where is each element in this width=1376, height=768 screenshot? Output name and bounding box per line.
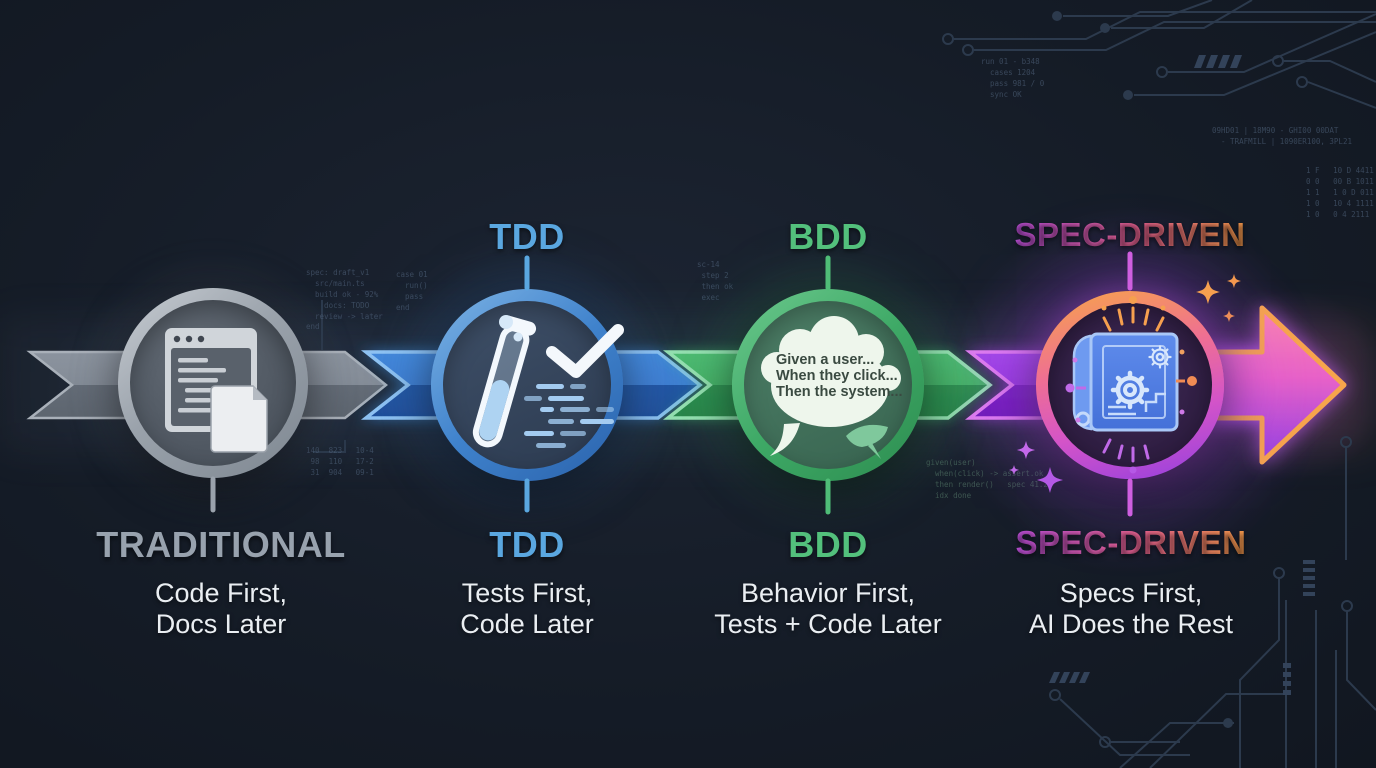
stage-subtitle-spec-driven: Specs First, AI Does the Rest: [1029, 578, 1233, 640]
sparkles-icon: [1009, 274, 1241, 493]
subtitle-line: Specs First,: [1059, 578, 1203, 608]
subtitle-line: AI Does the Rest: [1028, 609, 1234, 639]
subtitle-line: Code Later: [460, 609, 594, 639]
bdd-gherkin-bubble-text: Given a user... When they click... Then …: [776, 352, 906, 400]
slash-bars-decoration: [1049, 55, 1315, 695]
subtitle-line: Behavior First,: [740, 578, 916, 608]
stage-name-traditional: TRADITIONAL: [96, 524, 346, 565]
stage-name-bdd: BDD: [788, 524, 868, 565]
decorative-code: case 01 run() pass end: [396, 270, 428, 312]
decorative-code: 1 F 10 D 4411 0 0 00 B 1011 1 1 1 0 D 01…: [1306, 166, 1374, 219]
decorative-code: given(user) when(click) -> assert.ok the…: [926, 458, 1048, 500]
code-window-document-icon: [165, 328, 268, 453]
stage-name-tdd: TDD: [489, 524, 565, 565]
top-label-spec-driven: SPEC-DRIVEN: [1014, 216, 1246, 253]
decorative-code: spec: draft_v1 src/main.ts build ok - 92…: [306, 268, 383, 332]
top-label-tdd: TDD: [489, 216, 565, 257]
test-tube-checkmark-icon: [472, 315, 624, 448]
stage-subtitle-bdd: Behavior First, Tests + Code Later: [714, 578, 941, 640]
subtitle-line: Docs Later: [155, 609, 287, 639]
stage-subtitle-traditional: Code First, Docs Later: [155, 578, 287, 640]
top-label-bdd: BDD: [788, 216, 868, 257]
decorative-code: 140 823 10-4 98 110 17-2 31 904 09-1: [306, 446, 374, 477]
decorative-code: run 01 - b348 cases 1204 pass 981 / 0 sy…: [981, 57, 1045, 99]
bubble-line-when: When they click...: [776, 368, 898, 384]
stage-subtitle-tdd: Tests First, Code Later: [460, 578, 594, 640]
stage-name-spec-driven: SPEC-DRIVEN: [1015, 524, 1247, 561]
bubble-line-then: Then the system...: [776, 384, 903, 400]
connector-lines: [210, 251, 1133, 517]
decorative-code: sc-14 step 2 then ok exec: [697, 260, 734, 302]
bubble-line-given: Given a user...: [776, 352, 875, 368]
subtitle-line: Tests First,: [461, 578, 593, 608]
subtitle-line: Tests + Code Later: [714, 609, 942, 639]
blueprint-gears-icon: [1072, 332, 1179, 432]
decorative-code: 09HD01 | 18M90 - GHI00 00DAT - TRAFMILL …: [1212, 126, 1352, 146]
spec-rays-decoration: [1065, 296, 1197, 474]
subtitle-line: Code First,: [154, 578, 288, 608]
speech-bubbles-icon: [761, 316, 901, 459]
